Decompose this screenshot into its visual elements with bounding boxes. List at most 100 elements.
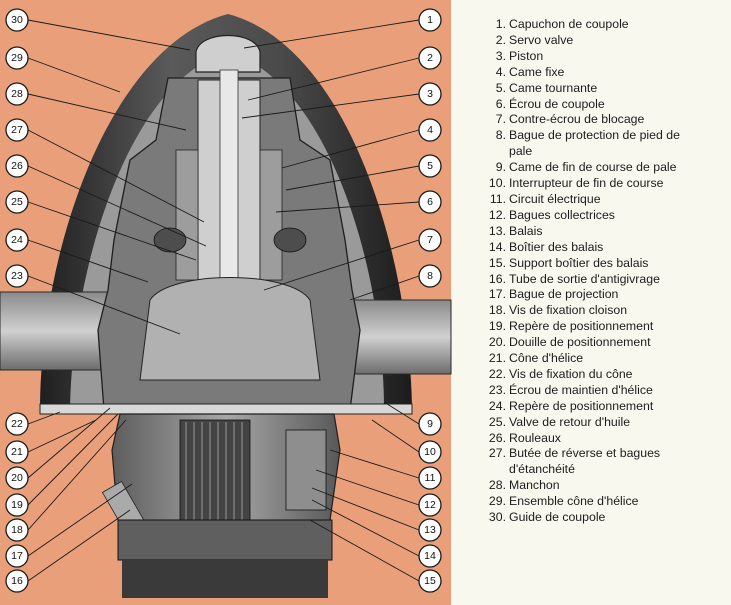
callout-number: 3 [427, 88, 433, 100]
callout-number: 20 [11, 472, 23, 484]
callout-number: 28 [11, 88, 23, 100]
callout-number: 30 [11, 14, 23, 26]
legend-item: 7.Contre-écrou de blocage [472, 112, 727, 128]
legend-item: 13.Balais [472, 224, 727, 240]
callout-number: 24 [11, 234, 23, 246]
callout-number: 23 [11, 270, 23, 282]
leader-line [27, 201, 197, 261]
leader-line [275, 201, 420, 213]
leader-line [247, 57, 420, 101]
legend-number: 6. [495, 96, 506, 111]
callout-26: 26 [5, 154, 29, 178]
legend-number: 8. [495, 128, 506, 143]
callout-circle [418, 8, 442, 32]
legend-number: 1. [495, 17, 506, 31]
legend-label: Interrupteur de fin de course [509, 176, 664, 191]
legend-number: 19. [488, 319, 506, 334]
callout-circle [418, 82, 442, 106]
leader-line [27, 19, 191, 51]
leader-line [27, 165, 207, 247]
legend-number: 17. [488, 287, 506, 302]
callout-circle [418, 190, 442, 214]
legend-number: 21. [488, 351, 506, 366]
callout-9: 9 [418, 412, 442, 436]
callout-circle [418, 569, 442, 593]
callout-markers: 1234567891011121314153029282726252423222… [5, 8, 442, 593]
callout-number: 6 [427, 196, 433, 208]
callout-circle [418, 154, 442, 178]
callout-22: 22 [5, 412, 29, 436]
callout-circle [5, 466, 29, 490]
leader-lines [27, 19, 420, 582]
legend-label: Repère de positionnement [509, 319, 654, 334]
leader-line [285, 165, 420, 191]
callout-circle [418, 264, 442, 288]
legend-item: 30.Guide de coupole [472, 510, 727, 526]
legend-label: Manchon [509, 478, 560, 493]
legend-item: 29.Ensemble cône d'hélice [472, 494, 727, 510]
leader-line [349, 275, 420, 301]
callout-1: 1 [418, 8, 442, 32]
legend-label: Écrou de maintien d'hélice [509, 382, 653, 397]
leader-line [27, 407, 111, 479]
legend-item: 17.Bague de projection [472, 287, 727, 303]
callout-circle [5, 493, 29, 517]
legend-label: Repère de positionnement [509, 398, 654, 413]
callout-5: 5 [418, 154, 442, 178]
legend-label: Ensemble cône d'hélice [509, 494, 639, 509]
callout-circle [5, 118, 29, 142]
legend-item: 10.Interrupteur de fin de course [472, 176, 727, 192]
callout-8: 8 [418, 264, 442, 288]
callout-number: 19 [11, 499, 23, 511]
legend-item: 21.Cône d'hélice [472, 351, 727, 367]
legend-item: 23.Écrou de maintien d'hélice [472, 383, 727, 399]
callout-3: 3 [418, 82, 442, 106]
callout-number: 11 [425, 472, 436, 484]
leader-line [27, 275, 181, 335]
callout-number: 13 [424, 524, 436, 536]
legend-label: Butée de réverse et bagues d'étanchéité [509, 446, 661, 477]
shaft-splines [179, 419, 251, 531]
legend-item: 25.Valve de retour d'huile [472, 415, 727, 431]
legend-item: 2.Servo valve [472, 33, 727, 49]
callout-circle [418, 228, 442, 252]
callout-circle [5, 544, 29, 568]
dome-cap [195, 35, 261, 73]
callout-23: 23 [5, 264, 29, 288]
callout-circle [5, 228, 29, 252]
callout-17: 17 [5, 544, 29, 568]
legend-label: Guide de coupole [509, 510, 606, 525]
callout-7: 7 [418, 228, 442, 252]
legend-item: 19.Repère de positionnement [472, 319, 727, 335]
callout-circle [418, 46, 442, 70]
callout-24: 24 [5, 228, 29, 252]
callout-number: 27 [11, 124, 23, 136]
leader-line [27, 129, 205, 223]
leader-line [27, 419, 127, 531]
callout-number: 25 [11, 196, 23, 208]
legend-number: 14. [488, 239, 506, 254]
legend-label: Circuit électrique [509, 191, 601, 206]
right-cam [259, 149, 283, 281]
legend-number: 15. [488, 255, 506, 270]
legend-item: 22.Vis de fixation du cône [472, 367, 727, 383]
leader-line [241, 93, 420, 119]
leader-line [243, 19, 420, 49]
slip-ring-housing [285, 429, 327, 511]
callout-21: 21 [5, 440, 29, 464]
leader-line [371, 419, 420, 453]
callout-number: 17 [11, 550, 23, 562]
callout-number: 16 [11, 575, 23, 587]
callout-number: 15 [424, 575, 436, 587]
callout-25: 25 [5, 190, 29, 214]
legend-label: Vis de fixation cloison [509, 303, 628, 318]
leader-line [329, 449, 420, 479]
callout-number: 7 [427, 234, 433, 246]
leader-line [315, 469, 420, 506]
legend-label: Cône d'hélice [509, 351, 584, 366]
legend-label: Balais [509, 223, 543, 238]
bearing-right [273, 227, 307, 253]
callout-number: 1 [427, 14, 433, 26]
legend-item: 12.Bagues collectrices [472, 208, 727, 224]
